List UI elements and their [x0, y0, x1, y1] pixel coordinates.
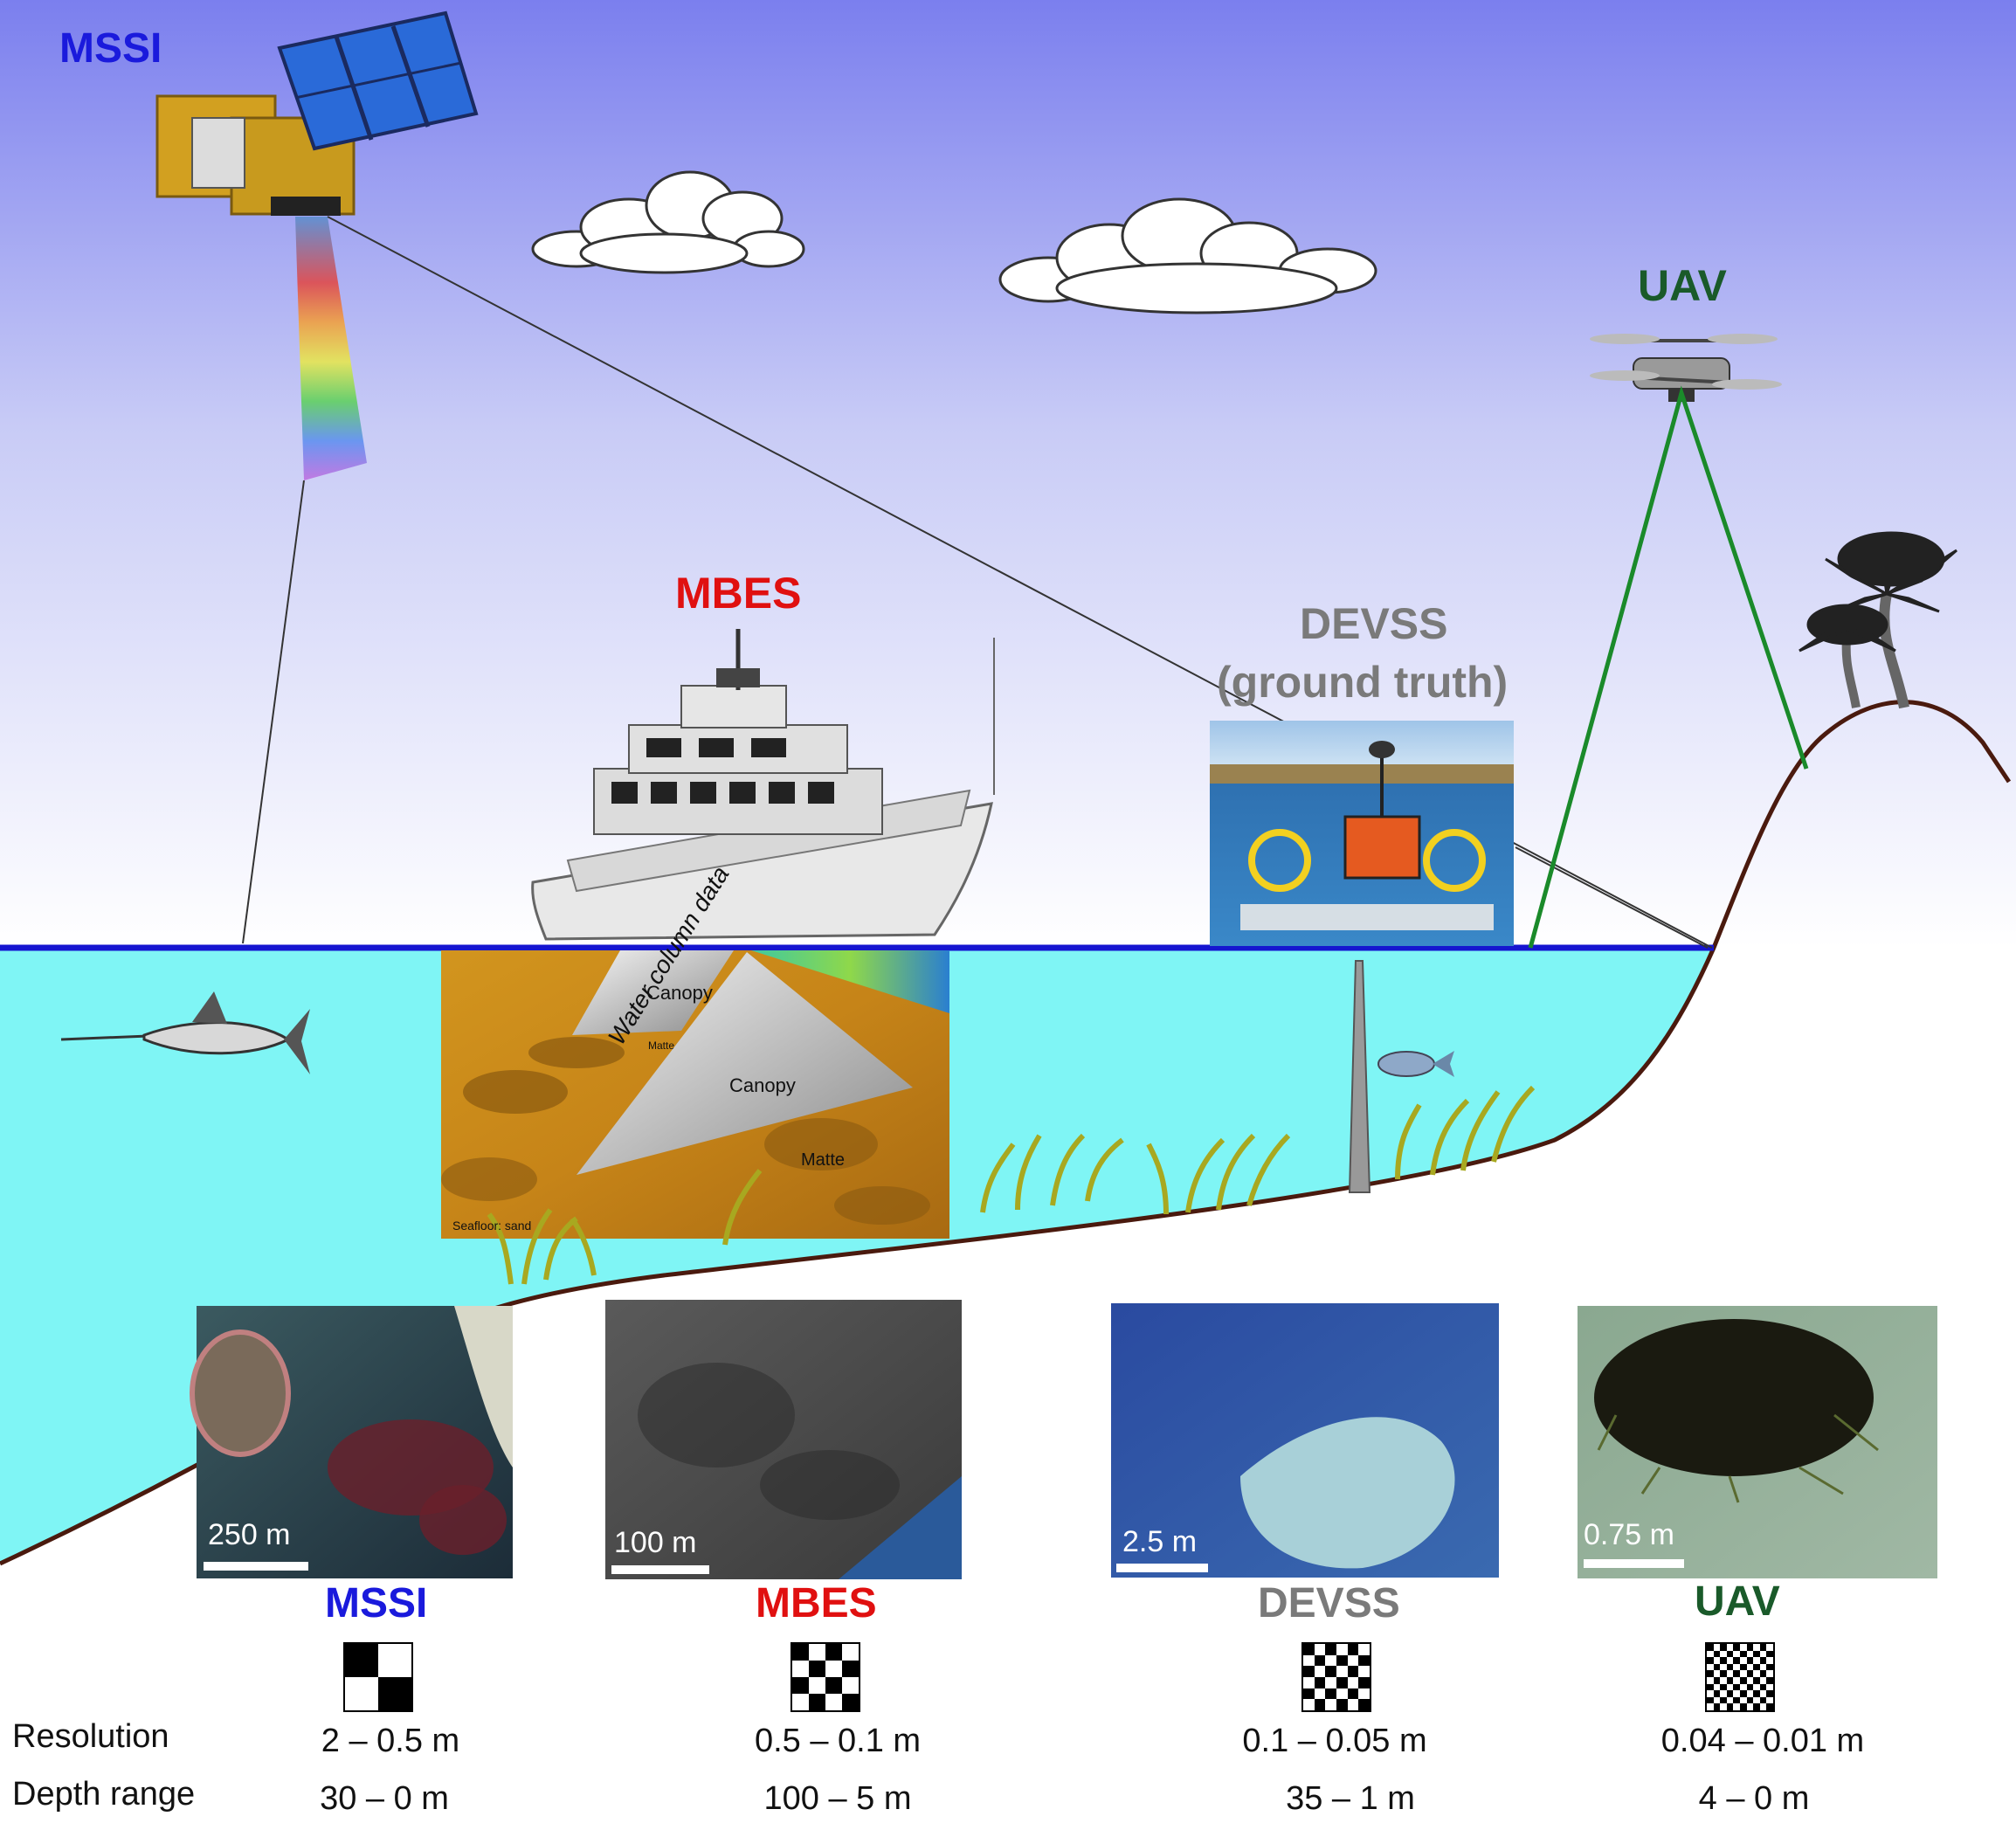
devss-resolution-checker-icon: [1301, 1642, 1371, 1712]
boat-icon: [531, 629, 995, 941]
devss-sensor-pole: [1348, 960, 1371, 1193]
devss-photo: [1210, 721, 1514, 946]
devss-resolution-value: 0.1 – 0.05 m: [1242, 1723, 1427, 1759]
mbes-resolution-value: 0.5 – 0.1 m: [754, 1723, 922, 1759]
mbes-matte-label-2: Matte: [801, 1150, 846, 1170]
mbes-seafloor-label: Seafloor: sand: [452, 1219, 532, 1233]
devss-cable: [1515, 846, 1709, 949]
devss-bottom-label: DEVSS: [1258, 1580, 1400, 1626]
satellite-icon: [155, 10, 479, 216]
swordfish-icon: [60, 991, 310, 1074]
satellite-swath: [295, 217, 367, 480]
mbes-water-column-image: [441, 950, 949, 1239]
mssi-resolution-checker-icon: [343, 1642, 413, 1712]
resolution-row-label: Resolution: [12, 1718, 169, 1755]
uav-footprint: [1528, 385, 1809, 949]
mbes-resolution-checker-icon: [791, 1642, 860, 1712]
seagrass-icon: [487, 1085, 1536, 1285]
mbes-canopy-label-2: Canopy: [729, 1074, 796, 1096]
uav-top-label: UAV: [1638, 261, 1727, 310]
mssi-scale-bar: [204, 1562, 308, 1571]
devss-scale-label: 2.5 m: [1122, 1525, 1198, 1558]
mssi-top-label: MSSI: [59, 25, 162, 72]
mbes-scale-bar: [611, 1565, 709, 1574]
mssi-scale-label: 250 m: [208, 1518, 291, 1551]
mbes-scale-label: 100 m: [614, 1526, 697, 1559]
mssi-panel-image: [190, 1306, 513, 1578]
mssi-resolution-value: 2 – 0.5 m: [321, 1723, 460, 1759]
drone-icon: [1590, 334, 1782, 402]
depth-range-row-label: Depth range: [12, 1776, 196, 1813]
mbes-depth-value: 100 – 5 m: [763, 1780, 912, 1817]
devss-scale-bar: [1116, 1564, 1208, 1572]
fish-icon: [1377, 1051, 1454, 1077]
uav-resolution-checker-icon: [1705, 1642, 1775, 1712]
palm-tree-icon: [1799, 531, 1957, 709]
uav-scale-bar: [1584, 1559, 1684, 1568]
swath-line-left: [242, 480, 305, 944]
uav-scale-label: 0.75 m: [1584, 1518, 1674, 1551]
uav-resolution-value: 0.04 – 0.01 m: [1660, 1723, 1865, 1759]
mssi-bottom-label: MSSI: [325, 1580, 428, 1626]
cloud-icon: [531, 170, 805, 274]
mbes-bottom-label: MBES: [756, 1580, 877, 1626]
mbes-matte-label-1: Matte: [648, 1039, 675, 1052]
uav-bottom-label: UAV: [1695, 1578, 1780, 1625]
uav-depth-value: 4 – 0 m: [1698, 1780, 1810, 1817]
mbes-top-label: MBES: [675, 569, 802, 618]
devss-top-label: DEVSS: [1300, 599, 1448, 648]
mssi-depth-value: 30 – 0 m: [320, 1780, 449, 1817]
water-body: [0, 948, 1714, 1564]
mbes-canopy-label-1: Canopy: [646, 982, 713, 1004]
devss-top-sublabel: (ground truth): [1217, 658, 1509, 707]
cloud-icon: [998, 197, 1377, 314]
mbes-panel-image: [605, 1300, 962, 1579]
devss-depth-value: 35 – 1 m: [1286, 1780, 1415, 1817]
devss-panel-image: [1111, 1303, 1499, 1578]
uav-panel-image: [1578, 1306, 1937, 1578]
